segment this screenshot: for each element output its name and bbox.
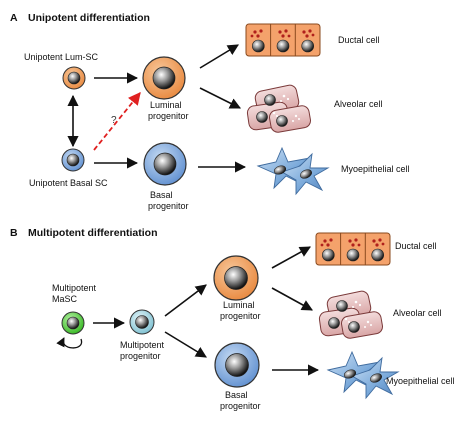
- ductal-cell-label: Ductal cell: [338, 35, 380, 45]
- alveolar-cell-label: Alveolar cell: [334, 99, 383, 109]
- multipotent-progenitor-cell: [129, 309, 155, 335]
- luminal-progenitor-label: Luminal: [150, 100, 182, 110]
- myoepithelial-cell-cluster-b: [327, 351, 399, 399]
- basal-progenitor-label-b: Basal: [225, 390, 248, 400]
- luminal-to-alveolar-arrow-b: [271, 287, 313, 311]
- basal-sc-label: Unipotent Basal SC: [29, 178, 108, 188]
- lum-sc-cell: [62, 66, 86, 90]
- question-arrow: [93, 92, 141, 151]
- alveolar-cell-cluster-b: [318, 289, 385, 340]
- lum-sc-label: Unipotent Lum-SC: [24, 52, 99, 62]
- luminal-progenitor-cell: [142, 56, 186, 100]
- ductal-cell-label-b: Ductal cell: [395, 241, 437, 251]
- alveolar-cell-cluster: [246, 83, 313, 134]
- basal-progenitor-label: Basal: [150, 190, 173, 200]
- luminal-progenitor-label-2: progenitor: [148, 111, 189, 121]
- panel-b-title: Multipotent differentiation: [28, 227, 157, 239]
- basal-sc-cell: [61, 148, 85, 172]
- ductal-cell-block: [245, 23, 321, 57]
- self-renewal-arrow: [56, 337, 83, 349]
- panel-b: B Multipotent differentiation Multipoten…: [10, 227, 455, 411]
- luminal-to-ductal-arrow-b: [271, 246, 311, 269]
- panel-a: A Unipotent differentiation Unipotent Lu…: [10, 12, 410, 211]
- luminal-to-alveolar-arrow: [199, 87, 242, 109]
- myoepithelial-cell-label: Myoepithelial cell: [341, 164, 410, 174]
- luminal-progenitor-label-b-2: progenitor: [220, 311, 261, 321]
- basal-progenitor-label-2: progenitor: [148, 201, 189, 211]
- panel-a-letter: A: [10, 12, 18, 24]
- masc-label: Multipotent: [52, 283, 97, 293]
- myoepithelial-cell-label-b: Myoepithelial cell: [386, 376, 455, 386]
- panel-a-title: Unipotent differentiation: [28, 12, 150, 24]
- luminal-progenitor-label-b: Luminal: [223, 300, 255, 310]
- ductal-cell-block-b: [315, 232, 391, 266]
- masc-cell: [61, 311, 85, 335]
- multi-to-luminal-arrow: [164, 284, 207, 317]
- multipotent-progenitor-label: Multipotent: [120, 340, 165, 350]
- question-mark: ?: [111, 115, 117, 126]
- multipotent-progenitor-label-2: progenitor: [120, 351, 161, 361]
- myoepithelial-cell-cluster: [257, 147, 329, 195]
- luminal-progenitor-cell-b: [213, 255, 259, 301]
- masc-label-2: MaSC: [52, 294, 78, 304]
- luminal-to-ductal-arrow: [199, 44, 239, 69]
- basal-progenitor-label-b-2: progenitor: [220, 401, 261, 411]
- basal-progenitor-cell-b: [214, 342, 260, 388]
- alveolar-cell-label-b: Alveolar cell: [393, 308, 442, 318]
- multi-to-basal-arrow: [164, 331, 207, 358]
- panel-b-letter: B: [10, 227, 18, 239]
- basal-progenitor-cell: [143, 142, 187, 186]
